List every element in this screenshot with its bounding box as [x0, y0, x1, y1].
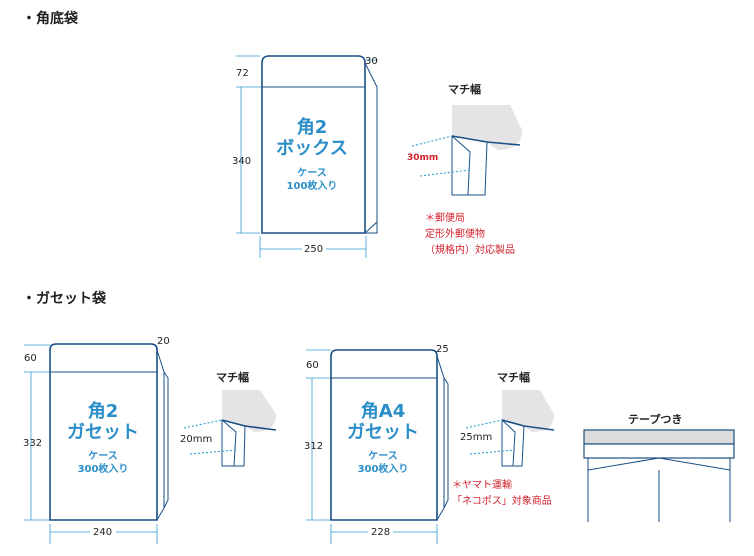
- gusset2-envelope-diagram: [24, 343, 169, 544]
- box-sub-line2: 100枚入り: [287, 179, 338, 192]
- box-note-line2: 定形外郵便物: [425, 227, 485, 240]
- section-heading-kakuzoko: ・角底袋: [22, 11, 78, 27]
- gusseta4-title-line1: 角A4: [361, 400, 405, 422]
- box-dim-height: 340: [232, 156, 251, 167]
- gusseta4-sub-line2: 300枚入り: [358, 462, 409, 475]
- gusseta4-dim-height: 312: [304, 441, 323, 452]
- gusseta4-machi-detail: [465, 390, 555, 467]
- gusseta4-machi-value: 25mm: [460, 432, 492, 443]
- gusseta4-envelope-diagram: [306, 349, 449, 544]
- gusset2-dim-top: 60: [24, 353, 37, 364]
- gusseta4-machi-label: マチ幅: [497, 370, 530, 384]
- gusset2-sub-line2: 300枚入り: [78, 462, 129, 475]
- gusseta4-note-line2: 「ネコポス」対象商品: [452, 494, 552, 507]
- section-heading-gusset: ・ガセット袋: [22, 291, 106, 307]
- gusset2-machi-label: マチ幅: [216, 370, 249, 384]
- gusseta4-dim-top: 60: [306, 360, 319, 371]
- gusset2-dim-height: 332: [23, 438, 42, 449]
- box-dim-width: 250: [304, 244, 323, 255]
- gusseta4-note-line1: ＊ヤマト運輸: [452, 478, 512, 491]
- gusset2-dim-width: 240: [93, 527, 112, 538]
- gusset2-dim-side: 20: [157, 336, 170, 347]
- box-envelope-diagram: [236, 55, 378, 258]
- gusseta4-sub-line1: ケース: [368, 450, 398, 462]
- gusset2-title-line2: ガセット: [67, 422, 139, 443]
- tape-envelope-diagram: [583, 429, 735, 522]
- box-note-line3: （規格内）対応製品: [425, 243, 515, 256]
- box-sub-line1: ケース: [297, 167, 327, 179]
- gusset2-sub-line1: ケース: [88, 450, 118, 462]
- tape-label: テープつき: [628, 412, 682, 426]
- box-dim-top: 72: [236, 68, 249, 79]
- box-machi-label: マチ幅: [448, 82, 481, 96]
- gusset2-title-line1: 角2: [88, 400, 119, 422]
- gusseta4-title-line2: ガセット: [347, 422, 419, 443]
- gusseta4-dim-side: 25: [436, 344, 449, 355]
- box-title-line1: 角2: [297, 116, 328, 138]
- box-machi-detail: [411, 105, 522, 196]
- box-note-line1: ＊郵便局: [425, 211, 465, 224]
- box-dim-side: 30: [365, 56, 378, 67]
- gusset2-machi-value: 20mm: [180, 434, 212, 445]
- box-machi-value: 30mm: [407, 153, 438, 163]
- gusseta4-dim-width: 228: [371, 527, 390, 538]
- box-title-line2: ボックス: [276, 138, 347, 159]
- gusset2-machi-detail: [183, 390, 277, 467]
